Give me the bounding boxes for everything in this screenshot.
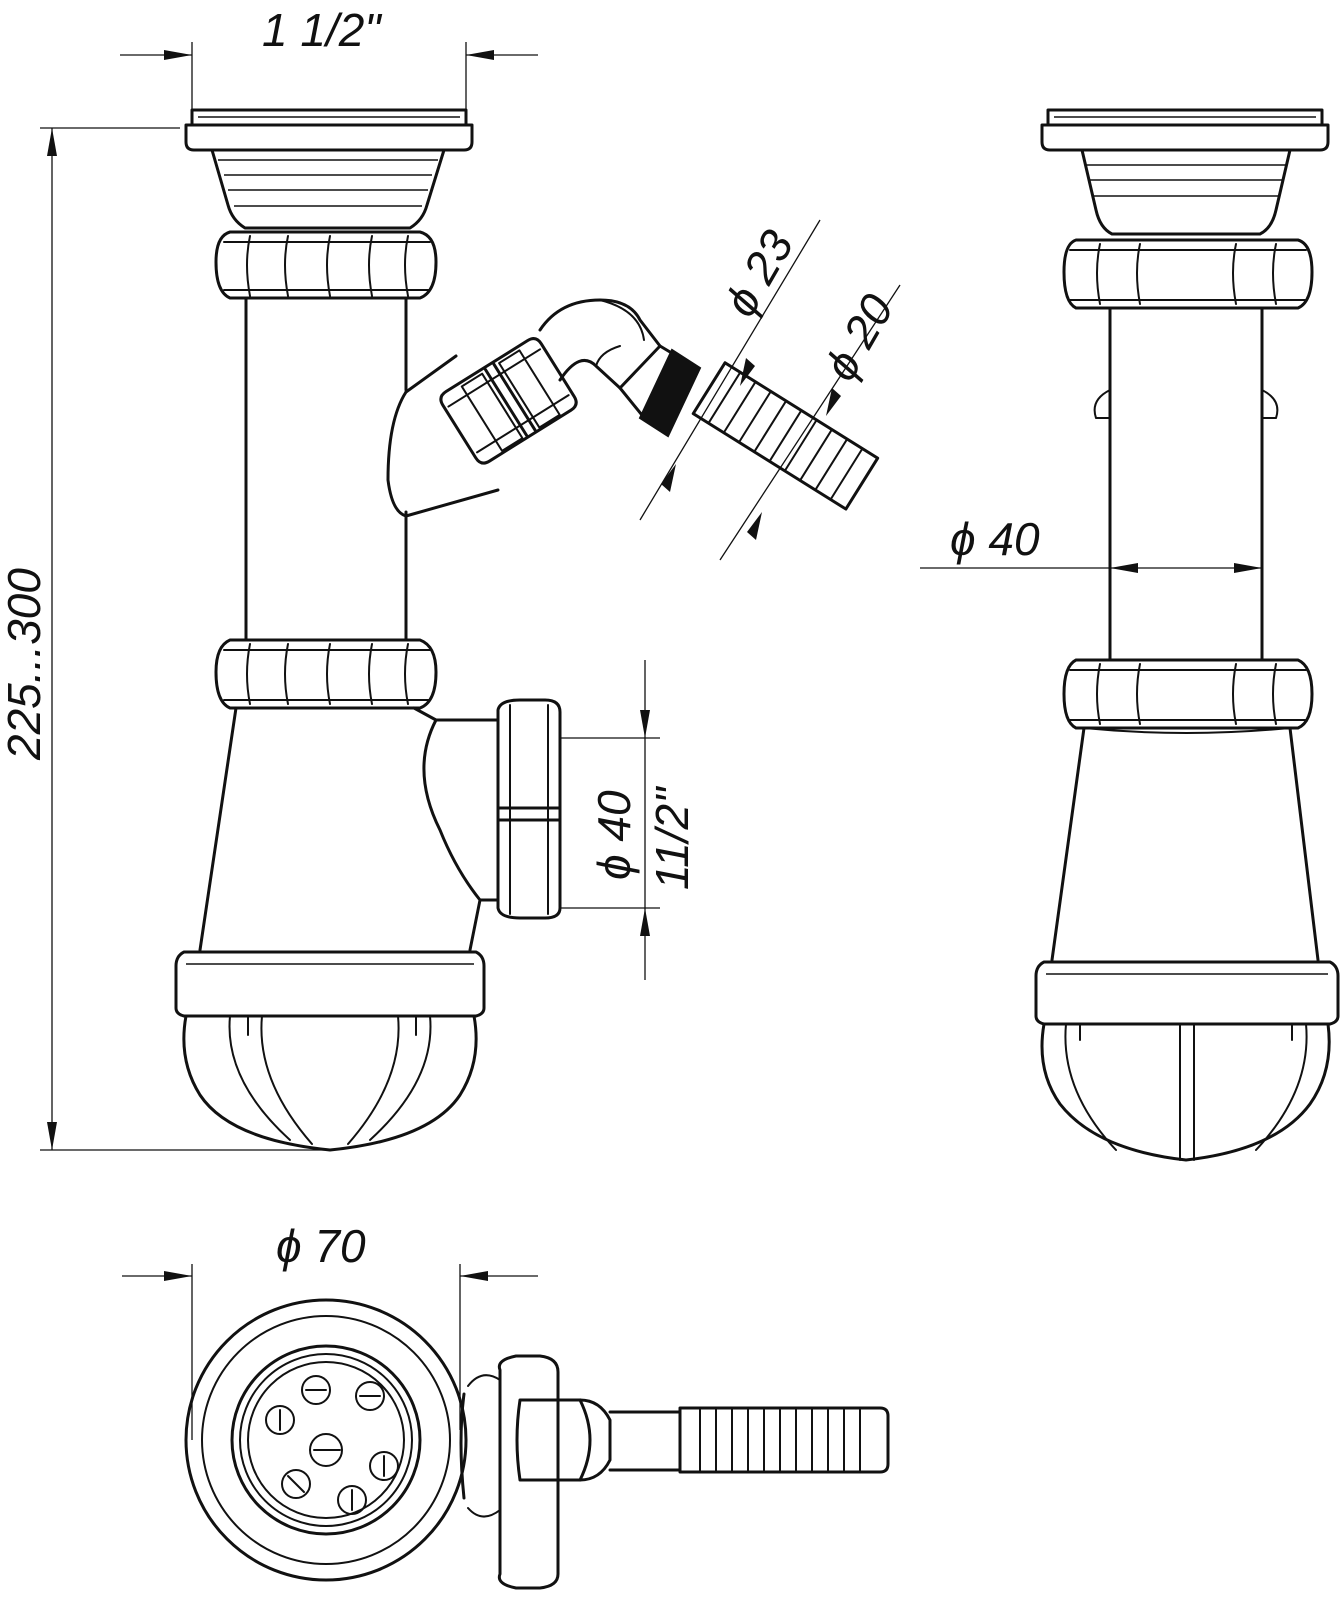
front-dimensions: 1 1/2" 225...300 ϕ 23 ϕ 20 ϕ 40 11/2" — [0, 4, 904, 1151]
front-view — [174, 108, 880, 1152]
outlet-thread-label: 11/2" — [646, 785, 698, 890]
height-label: 225...300 — [0, 568, 50, 761]
top-thread-label: 1 1/2" — [262, 4, 383, 56]
side-view — [1034, 108, 1340, 1162]
hose-outer-label: ϕ 23 — [714, 221, 804, 325]
top-view — [184, 1298, 890, 1590]
grate-diameter-label: ϕ 70 — [276, 1220, 366, 1272]
outlet-diameter-label: ϕ 40 — [588, 790, 640, 880]
grate-holes — [265, 1375, 399, 1515]
side-dimensions: ϕ 40 — [920, 513, 1262, 573]
top-view-dimensions: ϕ 70 — [122, 1220, 538, 1440]
pipe-diameter-label: ϕ 40 — [950, 513, 1040, 565]
